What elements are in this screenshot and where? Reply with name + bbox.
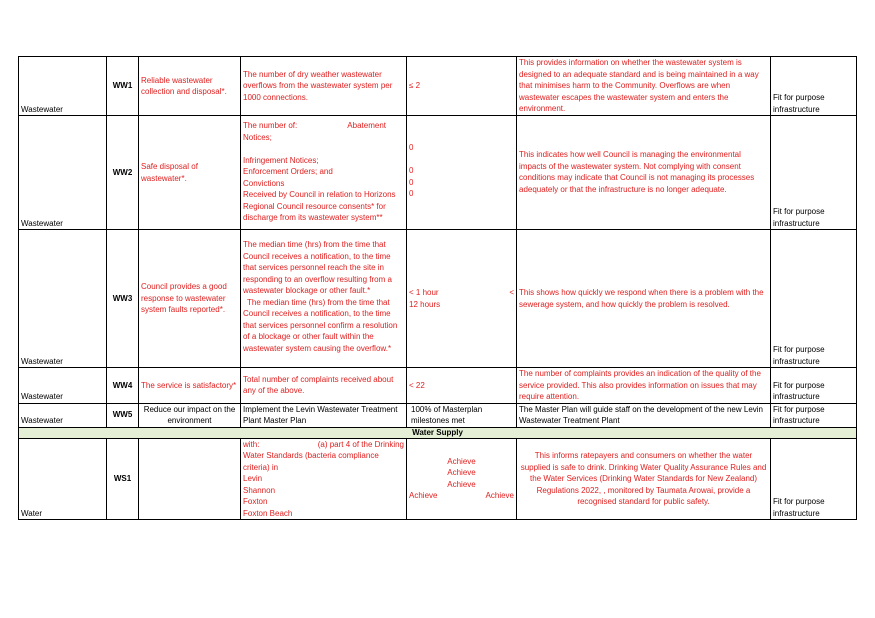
activity-cell: Water xyxy=(18,437,107,520)
explanation-cell: This shows how quickly we respond when t… xyxy=(516,229,771,368)
measure-line: Shannon xyxy=(243,485,276,495)
target-cell: ≤ 2 xyxy=(406,56,517,116)
target-cell: 0 0 0 0 xyxy=(406,115,517,230)
table-row: Wastewater WW5 Reduce our impact on the … xyxy=(18,402,857,428)
measure-code: WW1 xyxy=(106,56,139,116)
target-value: < 1 hour xyxy=(409,288,439,297)
link-cell: Fit for purpose infrastructure xyxy=(770,367,857,404)
table-row: Water WS1 with: (a) part 4 of the Drinki… xyxy=(18,437,857,520)
target-cell: < 22 xyxy=(406,367,517,404)
target-value: Achieve xyxy=(485,491,514,500)
measure-cell: Implement the Levin Wastewater Treatment… xyxy=(240,402,407,428)
measure-text-b: The median time (hrs) from the time that… xyxy=(243,297,398,353)
objective-cell: Reduce our impact on the environment xyxy=(138,402,241,428)
table-row: Wastewater WW2 Safe disposal of wastewat… xyxy=(18,115,857,230)
target-value: Achieve xyxy=(447,456,476,466)
measure-line: Received by Council in relation to Horiz… xyxy=(243,190,396,222)
table-row: Wastewater WW1 Reliable wastewater colle… xyxy=(18,56,857,116)
activity-cell: Wastewater xyxy=(18,229,107,368)
target-value: Achieve xyxy=(409,491,438,500)
link-cell: Fit for purpose infrastructure xyxy=(770,437,857,520)
table-row: Wastewater WW4 The service is satisfacto… xyxy=(18,367,857,404)
explanation-cell: The number of complaints provides an ind… xyxy=(516,367,771,404)
target-cell: < 1 hour 12 hours < xyxy=(406,229,517,368)
activity-cell: Wastewater xyxy=(18,115,107,230)
measure-cell: The median time (hrs) from the time that… xyxy=(240,229,407,368)
measure-code: WW2 xyxy=(106,115,139,230)
objective-cell: The service is satisfactory* xyxy=(138,367,241,404)
activity-cell: Wastewater xyxy=(18,56,107,116)
measure-code: WW5 xyxy=(106,402,139,428)
objective-cell xyxy=(138,437,241,520)
measure-line: (a) part 4 of the Drinking xyxy=(317,439,404,449)
measure-line: with: xyxy=(243,439,260,449)
target-value: 0 xyxy=(409,189,414,198)
link-cell: Fit for purpose infrastructure xyxy=(770,229,857,368)
explanation-cell: This indicates how well Council is manag… xyxy=(516,115,771,230)
target-value: 0 xyxy=(409,166,414,175)
link-cell: Fit for purpose infrastructure xyxy=(770,402,857,428)
table-row: Wastewater WW3 Council provides a good r… xyxy=(18,229,857,368)
measure-line: Notices; xyxy=(243,132,272,142)
target-value: 12 hours xyxy=(409,299,441,309)
measure-cell: with: (a) part 4 of the Drinking Water S… xyxy=(240,437,407,520)
section-heading: Water Supply xyxy=(18,426,857,439)
measure-line: Enforcement Orders; and xyxy=(243,167,333,176)
objective-cell: Safe disposal of wastewater*. xyxy=(138,115,241,230)
measure-cell: The number of: Abatement Notices; Infrin… xyxy=(240,115,407,230)
measure-line: Foxton xyxy=(243,497,268,506)
measure-line: Abatement xyxy=(347,121,386,130)
target-value: Achieve xyxy=(447,468,476,477)
target-marker: < xyxy=(509,287,514,297)
measure-code: WW4 xyxy=(106,367,139,404)
link-cell: Fit for purpose infrastructure xyxy=(770,56,857,116)
explanation-cell: The Master Plan will guide staff on the … xyxy=(516,402,771,428)
objective-cell: Reliable wastewater collection and dispo… xyxy=(138,56,241,116)
measure-cell: Total number of complaints received abou… xyxy=(240,367,407,404)
target-cell: Achieve Achieve Achieve Achieve Achieve xyxy=(406,437,517,520)
explanation-cell: This provides information on whether the… xyxy=(516,56,771,116)
section-band-row: Water Supply xyxy=(18,426,857,439)
measure-line: criteria) in xyxy=(243,462,279,472)
target-value: Achieve xyxy=(447,479,476,489)
measure-code: WS1 xyxy=(106,437,139,520)
measure-line: Water Standards (bacteria compliance xyxy=(243,451,379,460)
measure-line: Levin xyxy=(243,474,263,483)
target-value: 0 xyxy=(409,143,414,152)
activity-cell: Wastewater xyxy=(18,402,107,428)
measure-line: Infringement Notices; xyxy=(243,155,319,165)
measure-text-a: The median time (hrs) from the time that… xyxy=(243,240,392,295)
performance-measures-table: Wastewater WW1 Reliable wastewater colle… xyxy=(18,56,857,520)
measure-cell: The number of dry weather wastewater ove… xyxy=(240,56,407,116)
target-cell: 100% of Masterplan milestones met xyxy=(406,402,517,428)
measure-line: Convictions xyxy=(243,178,285,188)
target-value: 0 xyxy=(409,177,414,187)
explanation-cell: This informs ratepayers and consumers on… xyxy=(516,437,771,520)
measure-line: The number of: xyxy=(243,121,298,130)
measure-code: WW3 xyxy=(106,229,139,368)
activity-cell: Wastewater xyxy=(18,367,107,404)
measure-line: Foxton Beach xyxy=(243,508,293,518)
objective-cell: Council provides a good response to wast… xyxy=(138,229,241,368)
link-cell: Fit for purpose infrastructure xyxy=(770,115,857,230)
